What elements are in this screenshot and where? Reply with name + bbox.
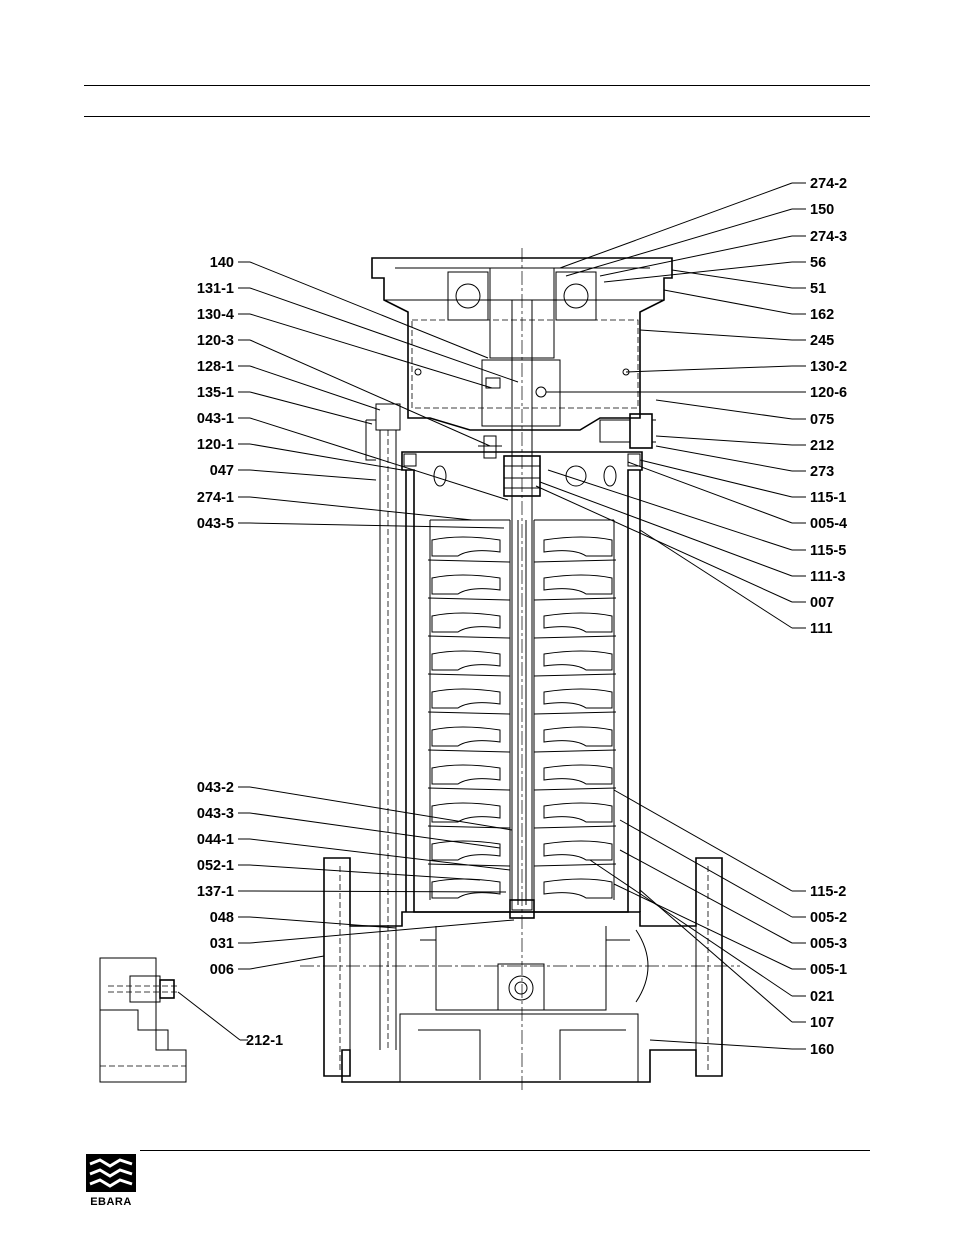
part-label-043-5: 043-5 [197,516,234,532]
leader-line [650,1040,792,1049]
leader-line [640,330,792,340]
leader-line [672,270,792,288]
part-label-031: 031 [210,936,234,952]
leader-line [250,470,376,480]
leader-line [640,530,792,628]
part-label-044-1: 044-1 [197,832,234,848]
part-label-120-1: 120-1 [197,437,234,453]
part-label-130-4: 130-4 [197,307,234,323]
leader-line [540,482,792,576]
part-label-048: 048 [210,910,234,926]
part-label-115-1: 115-1 [810,490,846,506]
part-label-274-2: 274-2 [810,176,847,192]
leader-line [250,813,500,848]
part-label-128-1: 128-1 [197,359,234,375]
part-label-021: 021 [810,989,834,1005]
leader-line [250,920,514,943]
part-label-005-4: 005-4 [810,516,847,532]
part-label-130-2: 130-2 [810,359,847,375]
part-label-245: 245 [810,333,834,349]
labels-left: 140 131-1 130-4 120-3 128-1 135-1 043-1 120-1 04… [197,255,518,532]
leader-line [590,860,792,996]
leader-line [640,460,792,497]
part-label-212: 212 [810,438,834,454]
leader-line [664,290,792,314]
ebara-logo-icon [84,1152,138,1194]
part-label-273: 273 [810,464,834,480]
part-label-51: 51 [810,281,826,297]
part-label-043-2: 043-2 [197,780,234,796]
leader-line [604,262,792,282]
part-label-005-3: 005-3 [810,936,847,952]
leader-line [536,486,792,602]
part-label-075: 075 [810,412,834,428]
part-label-107: 107 [810,1015,834,1031]
leader-line [656,436,792,445]
leader-line [250,314,492,388]
part-label-274-3: 274-3 [810,229,847,245]
part-label-131-1: 131-1 [197,281,234,297]
leader-line [250,917,396,928]
part-label-274-1: 274-1 [197,490,234,506]
leader-line [250,392,372,424]
leader-line [620,850,792,943]
leader-line [250,366,380,410]
leader-line [640,890,792,1022]
leader-line [250,497,472,520]
leader-line [250,865,480,880]
part-label-047: 047 [210,463,234,479]
part-label-140: 140 [210,255,234,271]
leader-line [628,462,792,523]
part-label-115-2: 115-2 [810,884,846,900]
part-label-115-5: 115-5 [810,543,846,559]
part-label-135-1: 135-1 [197,385,234,401]
part-label-137-1: 137-1 [197,884,234,900]
leader-line [250,262,488,358]
part-label-052-1: 052-1 [197,858,234,874]
part-label-120-6: 120-6 [810,385,847,401]
leader-line [656,446,792,471]
part-label-150: 150 [810,202,834,218]
part-label-160: 160 [810,1042,834,1058]
leader-line [560,183,792,268]
leader-line [656,400,792,419]
stages-left [428,520,510,900]
part-label-212-1: 212-1 [246,1033,283,1049]
part-label-111-3: 111-3 [810,569,846,585]
leader-line [600,236,792,276]
leader-line [250,787,512,830]
part-label-005-1: 005-1 [810,962,847,978]
stages-right [534,520,616,900]
part-label-56: 56 [810,255,826,271]
leader-line [250,956,324,969]
part-label-043-1: 043-1 [197,411,234,427]
labels-right: 274-2 150 274-3 56 51 162 245 130-2 120-6 075 212 2… [536,176,847,637]
part-label-043-3: 043-3 [197,806,234,822]
part-label-006: 006 [210,962,234,978]
label-inset-group: 212-1 [178,992,283,1049]
leader-line [250,891,506,892]
leader-line [626,366,792,372]
part-label-111: 111 [810,621,833,637]
labels-left-lower: 043-2 043-3 044-1 052-1 137-1 048 031 006 [197,780,514,978]
leader-line [250,523,504,528]
part-label-162: 162 [810,307,834,323]
leader-line [250,444,402,470]
part-label-005-2: 005-2 [810,910,847,926]
ebara-logo [84,1152,138,1194]
ebara-logo-text: EBARA [84,1196,138,1208]
leader-line [548,470,792,550]
leader-line [620,820,792,917]
part-label-007: 007 [810,595,834,611]
leader-line [250,340,490,446]
inset-detail [100,958,186,1082]
part-label-120-3: 120-3 [197,333,234,349]
